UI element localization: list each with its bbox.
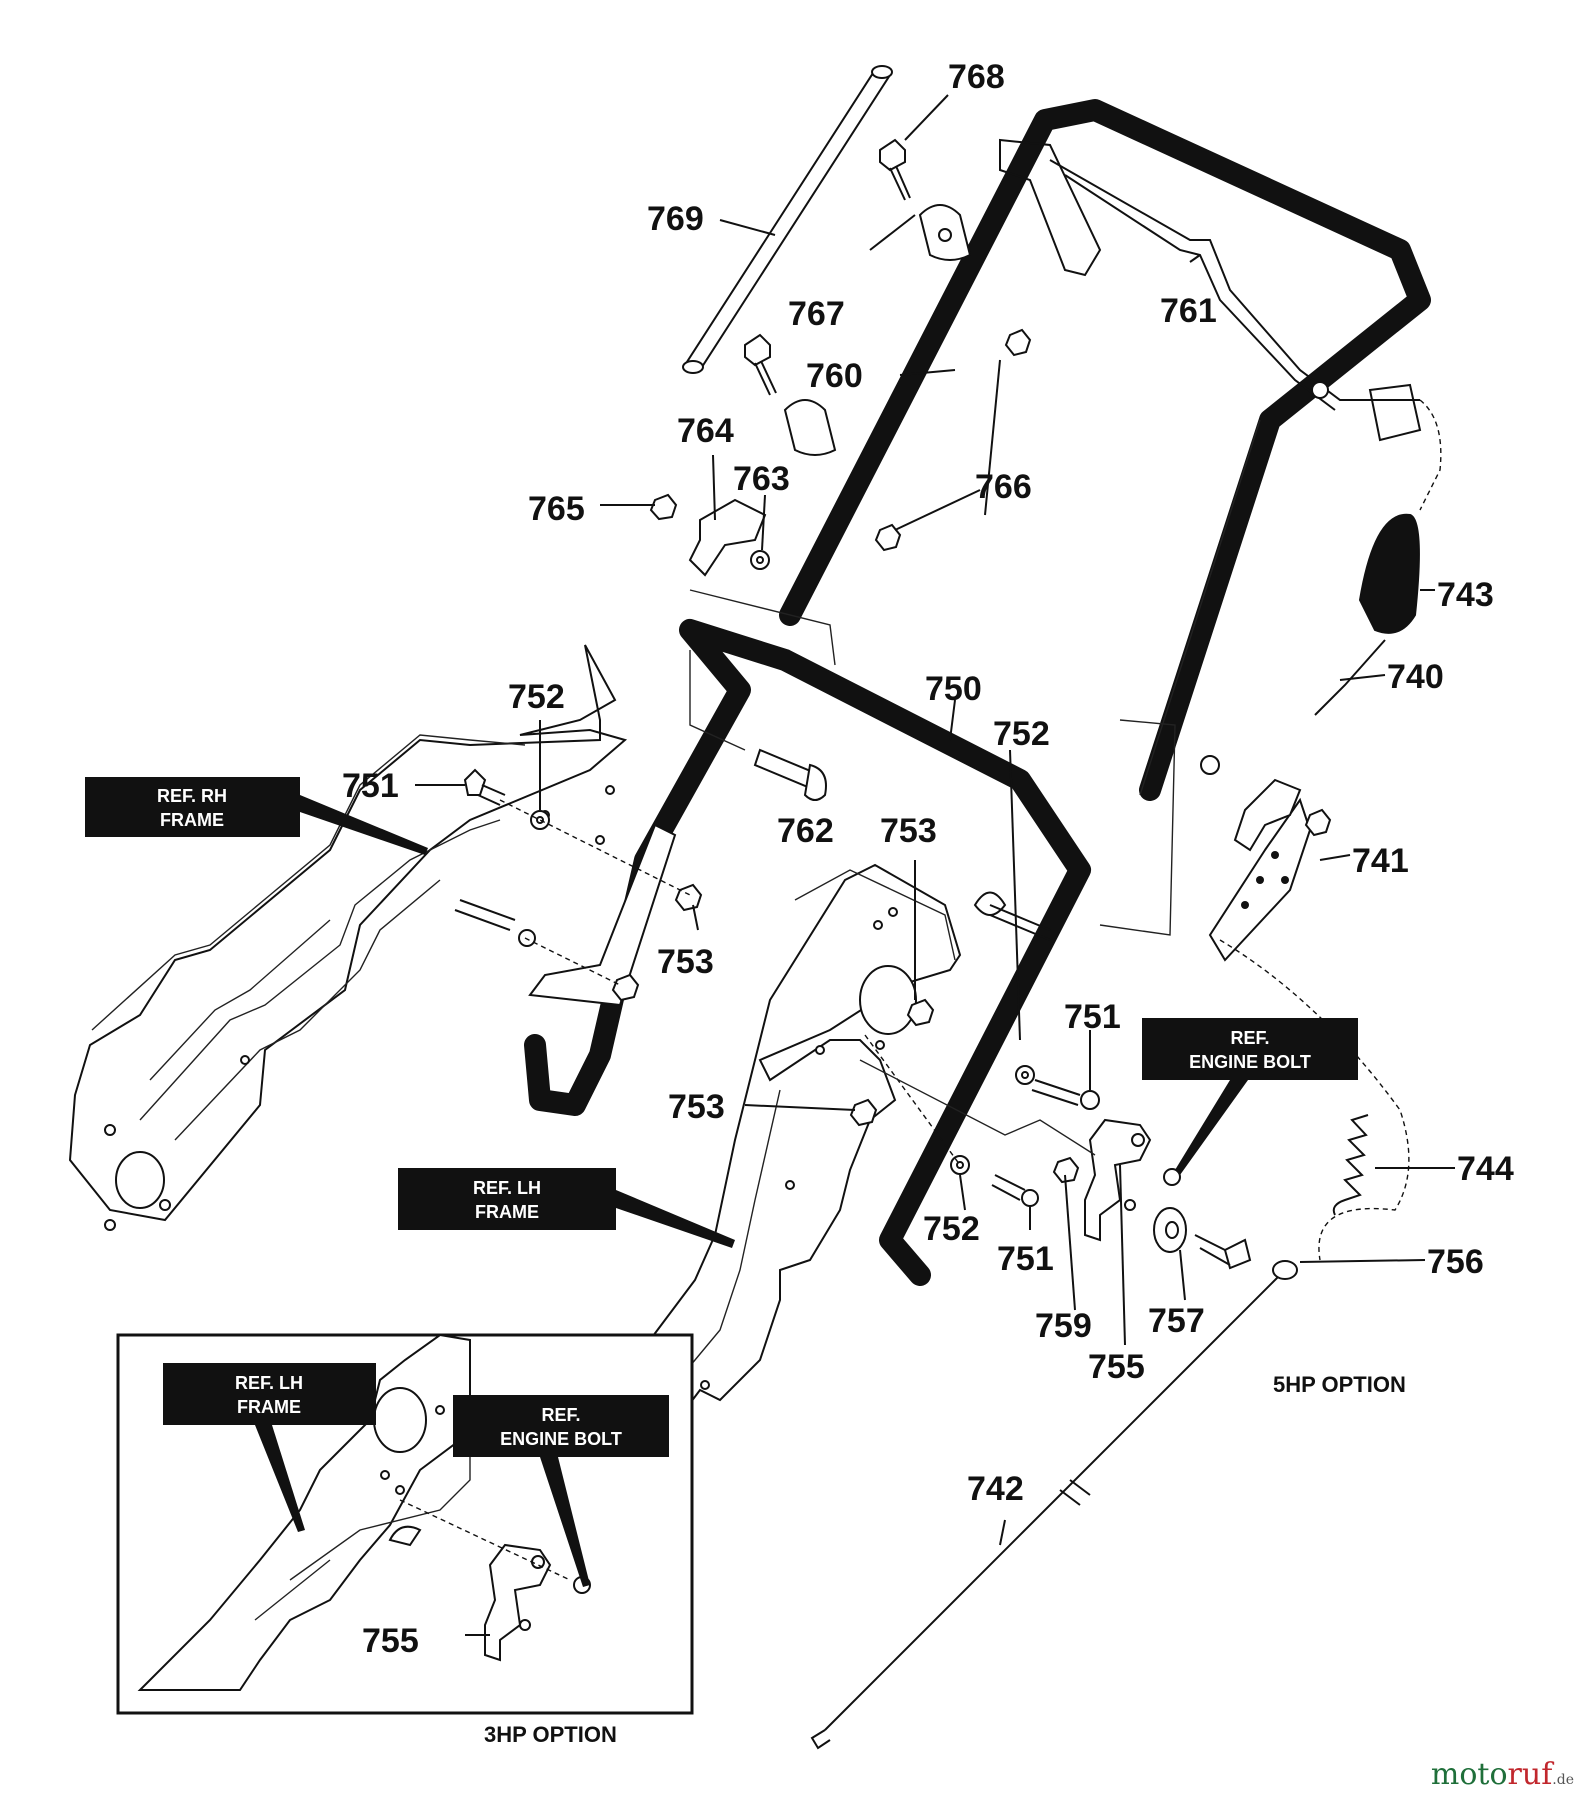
label-755: 755 xyxy=(1088,1348,1145,1386)
inset-callout-ref-lh-frame: REF. LH FRAME xyxy=(163,1363,376,1532)
label-763: 763 xyxy=(733,460,790,498)
label-753-rh: 753 xyxy=(657,943,714,981)
label-751-lower: 751 xyxy=(997,1240,1054,1278)
label-752-mid: 752 xyxy=(993,715,1050,753)
label-768: 768 xyxy=(948,58,1005,96)
label-757: 757 xyxy=(1148,1302,1205,1340)
label-761: 761 xyxy=(1160,292,1217,330)
label-753-lower: 753 xyxy=(668,1088,725,1126)
spring-744 xyxy=(1332,1114,1369,1216)
label-743: 743 xyxy=(1437,576,1494,614)
bolt-756 xyxy=(1194,1234,1252,1270)
hardware xyxy=(454,748,1332,1207)
cable-742 xyxy=(810,1260,1298,1750)
upper-handle-760 xyxy=(779,99,1431,801)
nut-766-top xyxy=(1004,328,1032,357)
label-760: 760 xyxy=(806,357,863,395)
knob-764 xyxy=(688,498,767,577)
cable-cover-743 xyxy=(1358,513,1420,634)
label-756: 756 xyxy=(1427,1243,1484,1281)
inset-ref-engine-bolt-line1: REF. xyxy=(541,1405,580,1425)
nut-765 xyxy=(649,493,678,521)
bracket-755 xyxy=(1084,1118,1152,1242)
nut-759 xyxy=(1052,1156,1080,1184)
cable-740 xyxy=(1314,399,1442,716)
part-labels: 768 769 767 761 760 764 763 765 766 743 … xyxy=(342,58,1514,1508)
inset-lh-frame xyxy=(137,1333,471,1691)
ref-rh-frame-line1: REF. RH xyxy=(157,786,227,806)
watermark-logo: motoruf.de xyxy=(1431,1757,1574,1792)
label-767: 767 xyxy=(788,295,845,333)
option-3hp: 3HP OPTION xyxy=(484,1722,617,1747)
callout-ref-lh-frame: REF. LH FRAME xyxy=(398,1168,735,1248)
callout-ref-engine-bolt: REF. ENGINE BOLT xyxy=(1142,1018,1358,1175)
dashed-guides xyxy=(499,589,1176,1166)
inset-ref-lh-frame-line1: REF. LH xyxy=(235,1373,303,1393)
label-744: 744 xyxy=(1457,1150,1514,1188)
label-769: 769 xyxy=(647,200,704,238)
label-762: 762 xyxy=(777,812,834,850)
label-740: 740 xyxy=(1387,658,1444,696)
inset-ref-engine-bolt-line2: ENGINE BOLT xyxy=(500,1429,622,1449)
bracket-741 xyxy=(1208,797,1312,962)
leader-lines xyxy=(415,94,1455,1546)
cable-route xyxy=(1219,939,1410,1261)
rh-frame xyxy=(68,644,628,1231)
label-759: 759 xyxy=(1035,1307,1092,1345)
inset-bracket-755 xyxy=(484,1543,552,1662)
label-741: 741 xyxy=(1352,842,1409,880)
label-752-lower: 752 xyxy=(923,1210,980,1248)
clip-767 xyxy=(918,204,972,261)
inset-callout-ref-engine-bolt: REF. ENGINE BOLT xyxy=(453,1395,669,1587)
callout-ref-rh-frame: REF. RH FRAME xyxy=(85,777,428,855)
label-751-mid: 751 xyxy=(1064,998,1121,1036)
ref-engine-bolt-line2: ENGINE BOLT xyxy=(1189,1052,1311,1072)
ref-engine-bolt-line1: REF. xyxy=(1230,1028,1269,1048)
bolt-768 xyxy=(879,138,911,201)
control-bar-761 xyxy=(999,138,1422,442)
ref-lh-frame-line2: FRAME xyxy=(475,1202,539,1222)
watermark-part1: moto xyxy=(1430,1757,1508,1792)
label-751-rh: 751 xyxy=(342,767,399,805)
lh-frame xyxy=(649,863,962,1432)
bolt-766-mid xyxy=(744,333,902,552)
label-753-mid: 753 xyxy=(880,812,937,850)
label-765: 765 xyxy=(528,490,585,528)
label-750: 750 xyxy=(925,670,982,708)
washer-763 xyxy=(750,550,770,570)
label-742: 742 xyxy=(967,1470,1024,1508)
ref-lh-frame-line1: REF. LH xyxy=(473,1178,541,1198)
watermark-suffix: .de xyxy=(1552,1772,1574,1788)
label-764: 764 xyxy=(677,412,734,450)
option-5hp: 5HP OPTION xyxy=(1273,1372,1406,1397)
rod-769 xyxy=(682,65,893,374)
label-752-rh: 752 xyxy=(508,678,565,716)
inset-3hp: REF. LH FRAME REF. ENGINE BOLT 755 xyxy=(116,1333,694,1715)
watermark-part2: ruf xyxy=(1507,1757,1553,1792)
pulley-757 xyxy=(1153,1207,1187,1253)
label-755-inset: 755 xyxy=(362,1622,419,1660)
ref-rh-frame-line2: FRAME xyxy=(160,810,224,830)
label-766-top: 766 xyxy=(975,468,1032,506)
lower-handle-750 xyxy=(524,619,1091,1286)
inset-ref-lh-frame-line2: FRAME xyxy=(237,1397,301,1417)
